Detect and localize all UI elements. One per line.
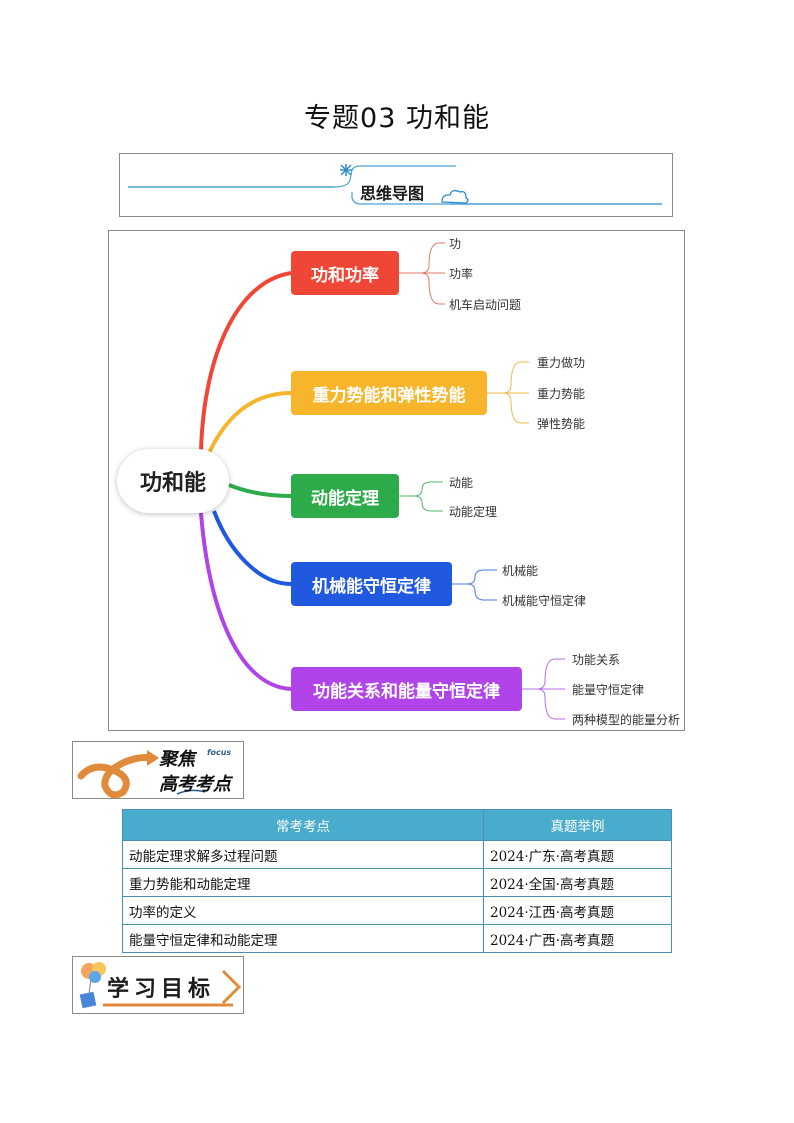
focus-exam-points-badge: 聚焦 focus 高考考点: [72, 741, 244, 799]
leaf-kinetic-energy: 动能: [449, 476, 474, 490]
table-cell-topic: 功率的定义: [122, 896, 484, 925]
page-title: 专题03 功和能: [304, 103, 490, 134]
branch-mechanical-conservation: 机械能守恒定律: [291, 562, 452, 606]
table-header-topic: 常考考点: [122, 809, 484, 841]
table-header-example: 真题举例: [483, 809, 672, 841]
table-cell-example: 2024·全国·高考真题: [483, 868, 672, 897]
table-cell-topic: 能量守恒定律和动能定理: [122, 924, 484, 953]
branch-work-power: 功和功率: [291, 251, 399, 295]
mind-map-root: 功和能: [117, 449, 229, 513]
branch-energy-conservation: 功能关系和能量守恒定律: [291, 667, 522, 711]
leaf-mechanical-energy: 机械能: [502, 564, 539, 578]
leaf-mechanical-conservation: 机械能守恒定律: [502, 594, 587, 608]
learning-goals-badge: 学习目标: [72, 956, 244, 1014]
leaf-kinetic-theorem: 动能定理: [449, 505, 498, 519]
leaf-gravity-work: 重力做功: [537, 356, 586, 370]
leaf-work-energy-relation: 功能关系: [572, 653, 621, 667]
cloud-icon: [441, 189, 469, 204]
focus-badge-sub: focus: [207, 748, 232, 757]
table-cell-example: 2024·广西·高考真题: [483, 924, 672, 953]
leaf-vehicle-startup: 机车启动问题: [449, 298, 522, 312]
leaf-two-models: 两种模型的能量分析: [572, 713, 681, 727]
branch-kinetic-theorem: 动能定理: [291, 474, 399, 518]
table-row: 能量守恒定律和动能定理 2024·广西·高考真题: [122, 924, 672, 953]
focus-badge-line2: 高考考点: [159, 774, 231, 795]
table-header-row: 常考考点 真题举例: [122, 809, 672, 841]
leaf-work: 功: [449, 237, 462, 251]
table-row: 重力势能和动能定理 2024·全国·高考真题: [122, 868, 672, 897]
branch-potential-energy: 重力势能和弹性势能: [291, 371, 487, 415]
leaf-elastic-potential: 弹性势能: [537, 417, 586, 431]
leaf-energy-conservation: 能量守恒定律: [572, 683, 645, 697]
banner-decoration: [128, 164, 662, 205]
exam-points-table: 常考考点 真题举例 动能定理求解多过程问题 2024·广东·高考真题 重力势能和…: [122, 809, 672, 953]
table-cell-topic: 动能定理求解多过程问题: [122, 840, 484, 869]
table-cell-topic: 重力势能和动能定理: [122, 868, 484, 897]
sparkle-icon: [340, 164, 352, 176]
table-cell-example: 2024·江西·高考真题: [483, 896, 672, 925]
table-cell-example: 2024·广东·高考真题: [483, 840, 672, 869]
mindmap-header-banner: 思维导图: [119, 153, 673, 217]
table-row: 动能定理求解多过程问题 2024·广东·高考真题: [122, 840, 672, 869]
leaf-gravity-potential: 重力势能: [537, 387, 586, 401]
learning-goals-label: 学习目标: [107, 977, 216, 1002]
leaf-power: 功率: [449, 267, 474, 281]
mindmap-header-label: 思维导图: [360, 184, 425, 203]
table-row: 功率的定义 2024·江西·高考真题: [122, 896, 672, 925]
mind-map: 功和能 功和功率 功 功率 机车启动问题 重力势能和弹性势能 重力做功 重力势能…: [108, 230, 685, 731]
arrow-swirl-icon: [77, 750, 206, 799]
balloon-icon: [79, 962, 242, 1009]
mind-map-connectors: [199, 242, 565, 720]
focus-badge-line1: 聚焦: [159, 749, 195, 770]
